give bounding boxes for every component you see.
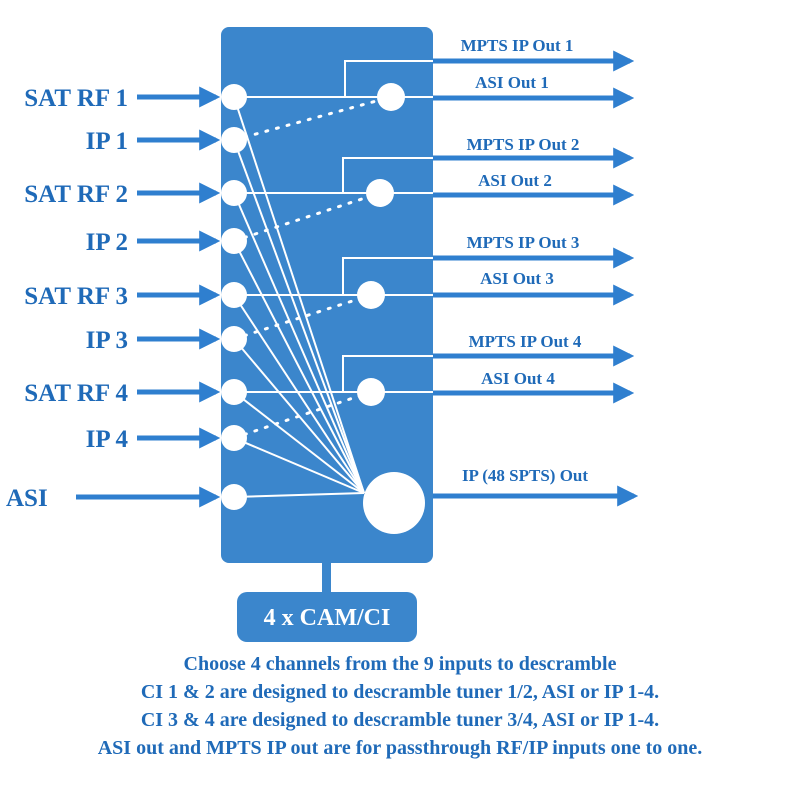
- mpts-branch-line-3: [342, 257, 433, 295]
- input-label-6: IP 3: [86, 327, 128, 354]
- mpts-out-label-1: MPTS IP Out 1: [461, 36, 574, 55]
- input-node-4: [221, 228, 247, 254]
- input-label-5: SAT RF 3: [24, 283, 128, 310]
- descramble-line-3: [233, 192, 365, 494]
- mpts-out-label-2: MPTS IP Out 2: [467, 135, 580, 154]
- descramble-line-9: [233, 492, 365, 498]
- cam-ci-box: [237, 592, 417, 642]
- port-nodes: [221, 83, 425, 534]
- passthrough-node-4: [357, 378, 385, 406]
- descrambler-node: [363, 472, 425, 534]
- passthrough-node-3: [357, 281, 385, 309]
- mpts-branch-line-1: [344, 60, 433, 97]
- input-node-8: [221, 425, 247, 451]
- descramble-line-4: [233, 240, 365, 494]
- input-label-7: SAT RF 4: [24, 380, 128, 407]
- descramble-line-2: [233, 139, 365, 494]
- passthrough-node-2: [366, 179, 394, 207]
- asi-out-label-1: ASI Out 1: [475, 73, 549, 92]
- ip-spts-out-label: IP (48 SPTS) Out: [462, 466, 588, 485]
- input-node-1: [221, 84, 247, 110]
- descramble-line-1: [233, 96, 365, 494]
- asi-out-label-2: ASI Out 2: [478, 171, 552, 190]
- note-line-3: CI 3 & 4 are designed to descramble tune…: [140, 709, 660, 731]
- asi-out-label-3: ASI Out 3: [480, 269, 554, 288]
- ip-dotted-line-4: [232, 390, 373, 440]
- internal-wiring: [232, 60, 433, 498]
- input-node-7: [221, 379, 247, 405]
- ip-dotted-line-3: [232, 293, 373, 341]
- asi-out-label-4: ASI Out 4: [481, 369, 555, 388]
- input-node-3: [221, 180, 247, 206]
- input-node-2: [221, 127, 247, 153]
- descramble-line-7: [233, 391, 365, 494]
- input-label-1: SAT RF 1: [24, 85, 128, 112]
- descramble-line-8: [233, 437, 365, 494]
- descramble-line-5: [233, 294, 365, 494]
- input-label-9: ASI: [6, 485, 48, 512]
- input-label-8: IP 4: [86, 426, 129, 453]
- input-label-4: IP 2: [86, 229, 128, 256]
- passthrough-node-1: [377, 83, 405, 111]
- input-node-5: [221, 282, 247, 308]
- input-arrows: [76, 86, 221, 508]
- note-line-2: CI 1 & 2 are designed to descramble tune…: [140, 681, 660, 703]
- diagram-labels: SAT RF 1 IP 1 SAT RF 2 IP 2 SAT RF 3 IP 3 SAT …: [6, 36, 588, 631]
- input-node-9: [221, 484, 247, 510]
- mpts-out-label-3: MPTS IP Out 3: [467, 233, 580, 252]
- note-line-1: Choose 4 channels from the 9 inputs to d…: [183, 653, 617, 675]
- mpts-branch-line-4: [342, 355, 433, 392]
- output-arrows: [433, 50, 639, 507]
- cam-connector: [322, 562, 331, 594]
- note-line-4: ASI out and MPTS IP out are for passthro…: [97, 737, 703, 759]
- input-node-6: [221, 326, 247, 352]
- ip-dotted-line-2: [232, 191, 382, 243]
- input-label-2: IP 1: [86, 128, 128, 155]
- cam-ci-label: 4 x CAM/CI: [264, 605, 391, 631]
- mpts-branch-line-2: [342, 157, 433, 193]
- signal-flow-diagram: SAT RF 1 IP 1 SAT RF 2 IP 2 SAT RF 3 IP 3 SAT …: [6, 27, 639, 642]
- input-label-3: SAT RF 2: [24, 181, 128, 208]
- descramble-line-6: [233, 338, 365, 494]
- mpts-out-label-4: MPTS IP Out 4: [469, 332, 582, 351]
